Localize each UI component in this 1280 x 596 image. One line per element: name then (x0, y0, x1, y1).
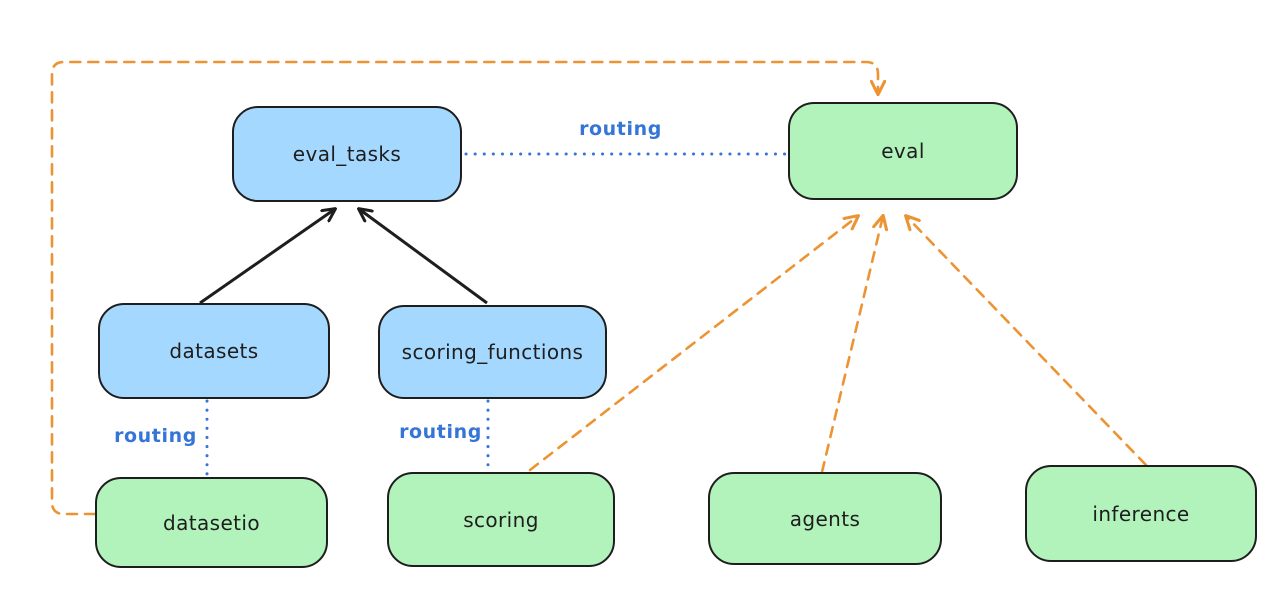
node-scoring-label: scoring (463, 507, 539, 532)
edge-agents-to-eval-dashed (820, 216, 883, 474)
edge-label-routing-eval-tasks-eval: routing (579, 118, 662, 140)
node-agents: agents (708, 472, 942, 565)
node-eval-tasks: eval_tasks (232, 106, 462, 202)
edge-datasets-to-eval-tasks (199, 209, 335, 305)
node-inference: inference (1025, 465, 1257, 562)
node-datasets-label: datasets (169, 339, 259, 363)
node-scoring-functions-label: scoring_functions (401, 340, 584, 364)
edge-datasetio-to-eval-dashed (50, 60, 878, 516)
node-eval-label: eval (881, 139, 925, 163)
node-inference-label: inference (1092, 501, 1190, 526)
node-datasetio: datasetio (95, 477, 328, 568)
edge-scoring-to-eval-dashed (528, 216, 858, 472)
node-scoring-functions: scoring_functions (378, 305, 607, 399)
node-scoring: scoring (387, 472, 615, 567)
node-datasetio-label: datasetio (162, 510, 260, 535)
node-eval: eval (788, 102, 1018, 200)
edge-scoring-functions-to-eval-tasks (359, 209, 488, 305)
node-datasets: datasets (98, 303, 330, 399)
node-eval-tasks-label: eval_tasks (292, 142, 402, 166)
node-agents-label: agents (789, 506, 861, 531)
edge-label-routing-datasets-datasetio: routing (114, 425, 197, 447)
edge-inference-to-eval-dashed (906, 216, 1148, 467)
edge-label-routing-scoring-functions-scoring: routing (399, 421, 482, 443)
